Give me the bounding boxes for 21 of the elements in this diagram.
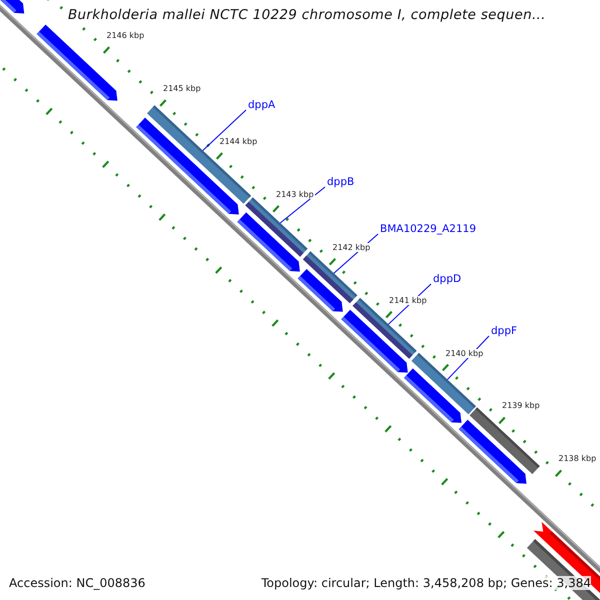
scale-label: 2143 kbp <box>275 190 315 199</box>
map-title: Burkholderia mallei NCTC 10229 chromosome I, complete sequen... <box>68 7 546 23</box>
gene-label: dppA <box>248 99 276 111</box>
gene-label: dppD <box>433 273 462 285</box>
scale-label: 2139 kbp <box>501 401 541 410</box>
gene-label: BMA10229_A2119 <box>380 223 476 235</box>
gene-bar <box>302 251 358 304</box>
leader-line <box>280 186 326 224</box>
gene-label: dppB <box>327 176 354 188</box>
scale-label: 2142 kbp <box>332 242 372 252</box>
scale-label: 2140 kbp <box>444 348 484 358</box>
leader-line <box>202 110 246 152</box>
scale-label: 2146 kbp <box>106 31 146 40</box>
gene-label: dppF <box>491 325 518 337</box>
genome-stats-text: Topology: circular; Length: 3,458,208 bp; Genes: 3,384 <box>261 576 591 590</box>
scale-label: 2145 kbp <box>162 84 202 93</box>
gene-bar <box>245 197 308 257</box>
scale-label: 2144 kbp <box>218 136 258 146</box>
scale-label: 2141 kbp <box>388 296 428 305</box>
accession-text: Accession: NC_008836 <box>9 576 146 590</box>
scale-label: 2138 kbp <box>558 454 598 464</box>
